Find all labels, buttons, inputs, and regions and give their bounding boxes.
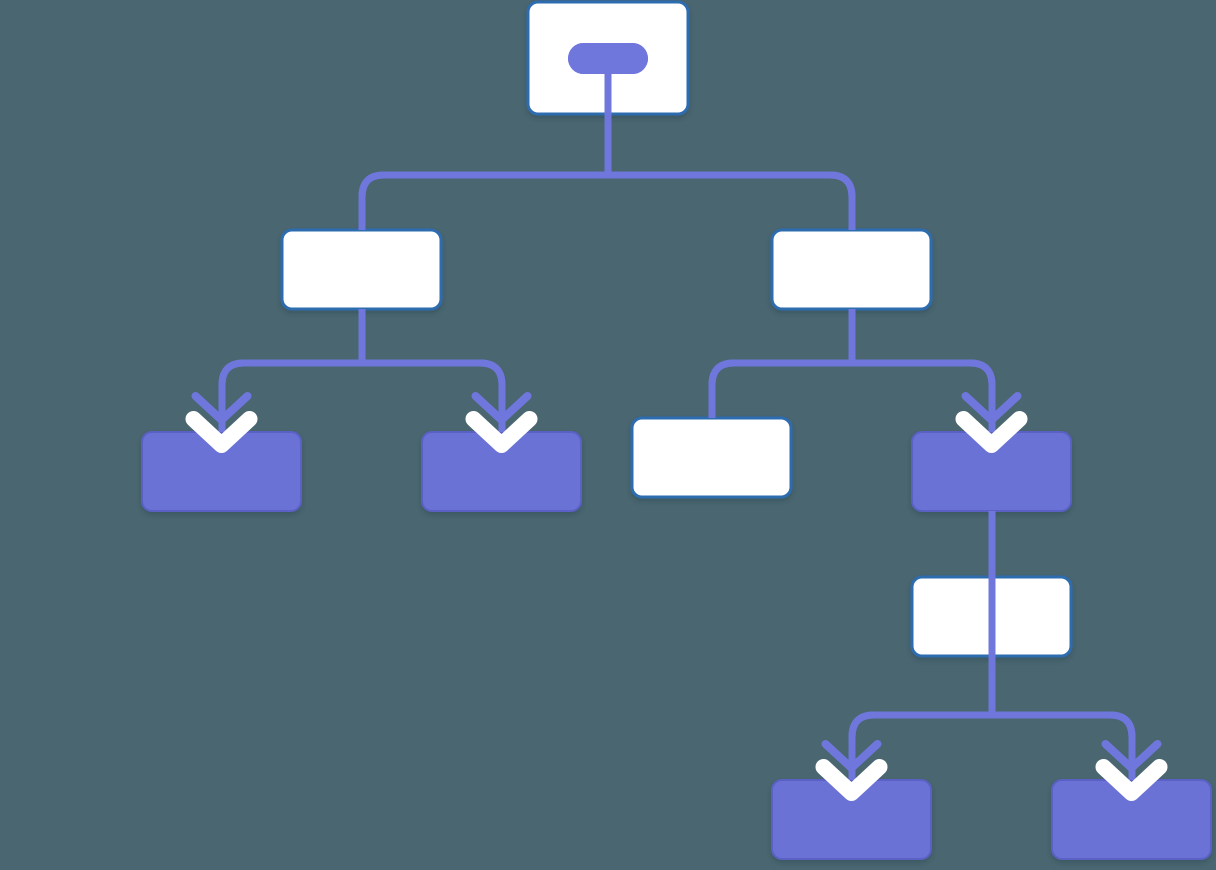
level1-left-node[interactable] <box>280 228 443 311</box>
level2-white-node[interactable] <box>630 416 793 499</box>
edge-level3-to-leaf-a-arrowhead <box>815 740 888 801</box>
chevron-down-icon-outer <box>465 411 538 453</box>
edge-level1-left-to-leaf-b-arrowhead <box>465 392 538 453</box>
chevron-down-icon-outer <box>185 411 258 453</box>
chevron-down-icon-outer <box>1095 759 1168 801</box>
chevron-down-icon-inner <box>821 740 882 772</box>
level1-right-node-rect[interactable] <box>770 228 933 311</box>
arrowhead-layer <box>185 43 1168 801</box>
chevron-down-icon-outer <box>815 759 888 801</box>
chevron-down-icon-inner <box>1101 740 1162 772</box>
edge-level1-left-to-leaf-b-overlay <box>358 309 506 432</box>
node-layer <box>141 0 1212 860</box>
edge-level1-right-to-white-node-overlay <box>708 309 856 418</box>
edge-root-to-level1-left-overlay <box>358 114 612 230</box>
edge-level3-to-leaf-b-overlay <box>988 656 1136 780</box>
root-node-pill-top <box>568 43 648 74</box>
edge-level3-to-leaf-b-arrowhead <box>1095 740 1168 801</box>
chevron-down-icon-outer <box>955 411 1028 453</box>
edge-level1-left-to-leaf-a-arrowhead <box>185 392 258 453</box>
chevron-down-icon-inner <box>961 392 1022 424</box>
edge-root-to-level1-right-overlay <box>604 114 856 230</box>
level1-right-node[interactable] <box>770 228 933 311</box>
chevron-down-icon-inner <box>191 392 252 424</box>
chevron-down-icon-inner <box>471 392 532 424</box>
edge-level1-right-to-branch-node-overlay <box>848 309 996 432</box>
level2-white-node-rect[interactable] <box>630 416 793 499</box>
level1-left-node-rect[interactable] <box>280 228 443 311</box>
edge-level3-to-leaf-a-overlay <box>848 656 996 780</box>
edge-level1-left-to-leaf-a-overlay <box>218 309 366 432</box>
edge-level1-right-to-branch-node-arrowhead <box>955 392 1028 453</box>
